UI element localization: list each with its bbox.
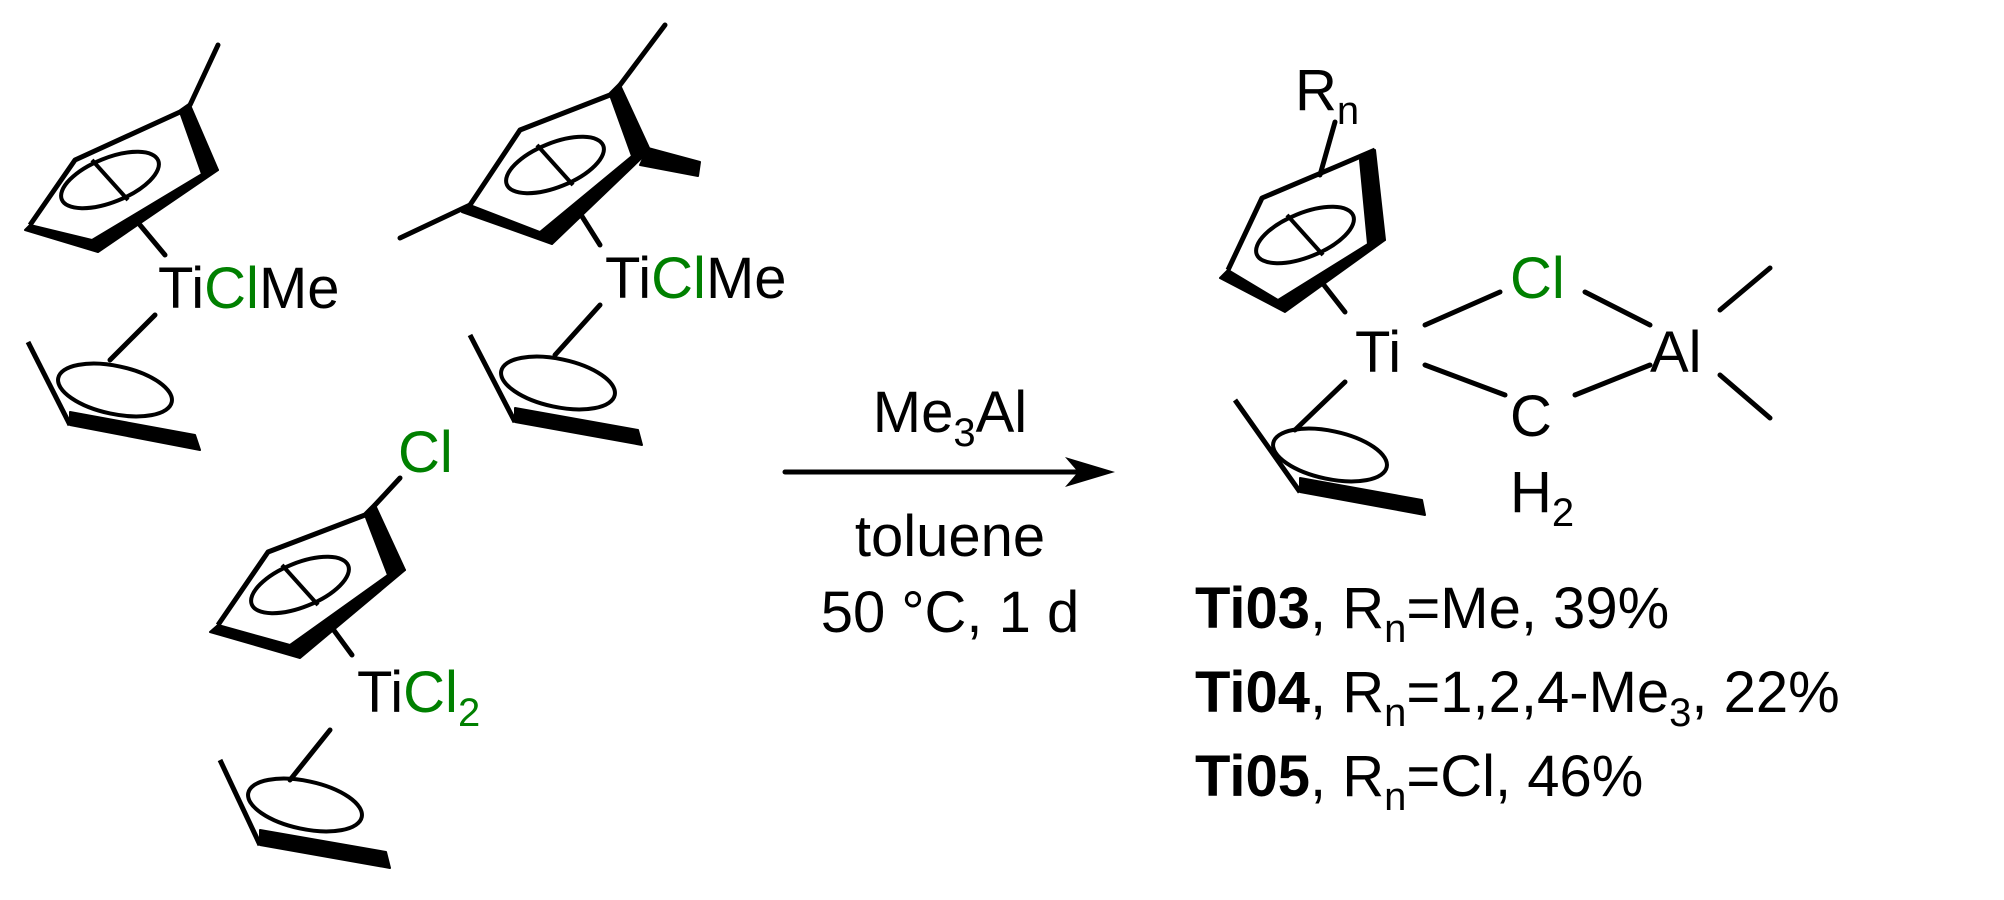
product-ti-bond-lower [1292,379,1348,433]
reactant-1-ti-bond-upper [137,222,168,258]
compound-ti04: Ti04, Rn=1,2,4-Me3, 22% [1195,660,1840,735]
product-ti: Ti [1355,320,1401,385]
product-al-methyl-upper [1717,265,1773,313]
compound-ti05: Ti05, Rn=Cl, 46% [1195,744,1643,819]
reactant-2-lower-ring [467,333,643,446]
product-al: Al [1650,320,1702,385]
svg-text:TiCl2: TiCl2 [357,660,480,735]
solvent-label: toluene [855,504,1045,569]
compound-ti03: Ti03, Rn=Me, 39% [1195,576,1669,651]
product-r-group: Rn [1295,58,1359,133]
reactant-3-ti-bond-upper [327,622,355,658]
reactant-1-ti: Ti [158,256,204,321]
reactant-3-cl: Cl [403,660,458,725]
product-ti-cl-bond [1422,289,1503,328]
svg-text:TiClMe: TiClMe [158,256,340,321]
reactant-3-ti-bond-lower [287,727,333,783]
product-ti-c-bond [1422,362,1508,398]
reagent-label: Me3Al [873,380,1027,455]
product-bridging-cl: Cl [1510,246,1565,311]
temperature-time-label: 50 °C, 1 d [821,580,1080,645]
reactant-1-lower-ring [25,340,201,451]
reactant-1-me: Me [259,256,340,321]
reactant-2-ti: Ti [605,246,651,311]
product-al-methyl-lower [1717,372,1773,421]
compound-legend: Ti03, Rn=Me, 39% Ti04, Rn=1,2,4-Me3, 22%… [1195,576,1840,819]
reactant-3-lower-ring [217,758,391,869]
reactant-3-upper-ring [209,475,406,659]
reactant-2: TiClMe [397,22,787,446]
product: Rn Ti Cl Al C H2 [1219,58,1773,535]
reaction-arrow [782,457,1115,487]
reactant-2-upper-ring [397,22,701,245]
reactant-1-ti-bond-lower [107,312,158,363]
product-cl-al-bond [1582,289,1653,328]
reactant-3-ring-cl: Cl [398,420,453,485]
product-ch2-hydrogens: H2 [1510,460,1574,535]
svg-text:TiClMe: TiClMe [605,246,787,311]
reactant-1-upper-ring [24,42,221,253]
reactant-2-cl: Cl [651,246,706,311]
reactant-3-cl-count: 2 [458,691,480,735]
reactant-3-ti: Ti [357,660,403,725]
product-c-al-bond [1572,362,1653,398]
product-lower-ring [1232,398,1426,516]
product-r-bond [1317,119,1338,178]
reactant-2-ti-bond-upper [575,207,603,248]
reactant-3: Cl TiCl2 [209,420,480,869]
product-ch2-carbon: C [1510,384,1552,449]
reactant-2-ti-bond-lower [552,302,603,358]
reactant-1-cl: Cl [204,256,259,321]
reactant-2-me: Me [706,246,787,311]
reactant-1: TiClMe [24,42,340,451]
product-upper-ring [1219,147,1386,313]
product-ti-bond-upper [1317,277,1348,315]
